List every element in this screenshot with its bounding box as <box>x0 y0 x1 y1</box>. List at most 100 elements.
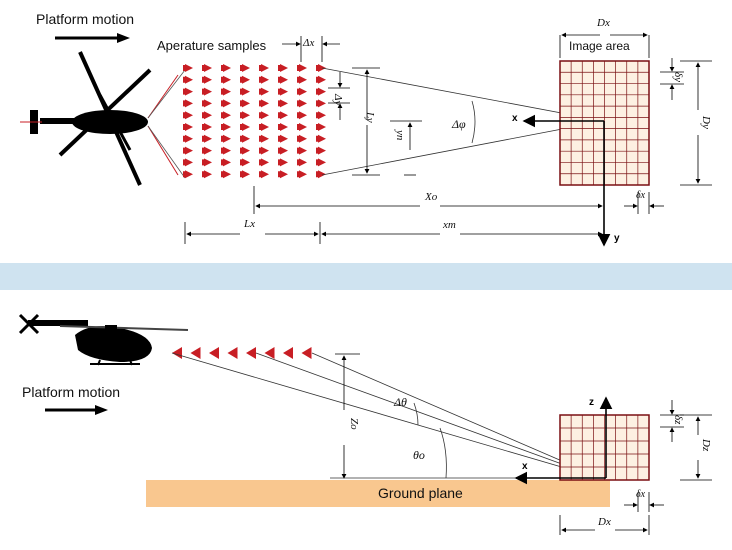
antenna-icon <box>202 146 212 155</box>
antenna-icon <box>221 75 231 84</box>
antenna-icon <box>221 99 231 108</box>
antenna-icon <box>240 111 250 120</box>
antenna-icon <box>297 64 307 72</box>
delta-x-img-dimension-top <box>624 192 664 214</box>
helicopter-aperture-lines <box>147 69 186 179</box>
antenna-icon <box>316 111 326 120</box>
antenna-icon <box>278 99 288 108</box>
Dy-dimension <box>680 60 712 186</box>
antenna-icon <box>221 87 231 96</box>
antenna-icon <box>297 99 307 108</box>
antenna-icon <box>297 170 307 179</box>
antenna-icon <box>259 64 269 72</box>
antenna-icon <box>183 111 193 120</box>
antenna-icon <box>316 158 326 167</box>
delta-y-img-label: δy <box>672 72 684 82</box>
section-divider <box>0 263 732 290</box>
helicopter-side-icon <box>18 313 189 366</box>
antenna-icon <box>297 146 307 155</box>
aperture-samples-label: Aperature samples <box>157 38 267 53</box>
antenna-icon <box>183 170 193 179</box>
xm-label: xm <box>443 219 456 231</box>
antenna-icon <box>259 170 269 179</box>
platform-motion-arrow-bottom <box>45 405 108 415</box>
yn-dimension <box>390 120 422 176</box>
platform-motion-label-bottom: Platform motion <box>22 384 121 400</box>
axes-top <box>522 114 611 247</box>
delta-y-dimension <box>328 72 350 120</box>
image-area-label: Image area <box>569 39 630 53</box>
antenna-icon <box>240 170 250 179</box>
y-axis-label-top: y <box>614 233 620 244</box>
delta-x-dimension-bottom <box>624 492 664 512</box>
antenna-icon <box>240 64 250 72</box>
antenna-icon <box>301 347 312 359</box>
antenna-icon <box>316 87 326 96</box>
x-axis-label-top: x <box>512 113 518 124</box>
antenna-icon <box>172 347 182 359</box>
antenna-icon <box>221 146 231 155</box>
Dz-dimension <box>680 414 712 481</box>
antenna-icon <box>202 64 212 72</box>
Lx-xm-dimension <box>184 222 603 244</box>
antenna-icon <box>202 158 212 167</box>
antenna-icon <box>202 87 212 96</box>
antenna-icon <box>297 87 307 96</box>
antenna-icon <box>316 146 326 155</box>
antenna-icon <box>278 87 288 96</box>
antenna-icon <box>316 123 326 131</box>
antenna-icon <box>283 347 293 359</box>
antenna-icon <box>259 99 269 108</box>
antenna-icon <box>183 75 193 84</box>
x-axis-label-bottom: x <box>522 461 528 472</box>
antenna-icon <box>278 64 288 72</box>
antenna-icon <box>278 75 288 84</box>
delta-y-label: Δy <box>332 94 344 106</box>
antenna-icon <box>183 87 193 96</box>
antenna-icon <box>183 99 193 108</box>
antenna-icon <box>209 347 219 359</box>
antenna-icon <box>259 158 269 167</box>
antenna-icon <box>183 134 193 143</box>
antenna-icon <box>259 134 269 143</box>
z-axis-label-bottom: z <box>589 397 594 408</box>
antenna-icon <box>221 111 231 120</box>
aperture-antenna-row <box>172 347 312 359</box>
delta-z-label: δz <box>672 415 684 425</box>
platform-motion-arrow-top <box>55 33 130 43</box>
antenna-icon <box>278 146 288 155</box>
antenna-icon <box>202 75 212 84</box>
antenna-icon <box>278 170 288 179</box>
antenna-icon <box>240 123 250 131</box>
axes-bottom <box>514 396 613 485</box>
antenna-icon <box>240 75 250 84</box>
antenna-icon <box>183 64 193 72</box>
helicopter-icon <box>20 51 179 186</box>
antenna-icon <box>316 75 326 84</box>
ground-plane-label: Ground plane <box>378 485 463 501</box>
antenna-icon <box>259 146 269 155</box>
Dy-label: Dy <box>700 116 712 129</box>
Lx-label: Lx <box>244 218 255 230</box>
beam-lines-top <box>321 67 605 176</box>
antenna-icon <box>240 158 250 167</box>
antenna-icon <box>259 87 269 96</box>
antenna-icon <box>316 64 326 72</box>
theta-o-label: θo <box>413 448 425 462</box>
antenna-icon <box>297 158 307 167</box>
antenna-icon <box>221 170 231 179</box>
antenna-icon <box>221 134 231 143</box>
antenna-icon <box>278 134 288 143</box>
delta-x-img-label-top: δx <box>636 190 646 201</box>
antenna-icon <box>297 75 307 84</box>
antenna-icon <box>221 64 231 72</box>
antenna-icon <box>259 75 269 84</box>
antenna-icon <box>202 111 212 120</box>
antenna-icon <box>278 158 288 167</box>
antenna-icon <box>316 170 326 179</box>
antenna-icon <box>278 123 288 131</box>
yn-label: yn <box>394 130 406 141</box>
delta-x-label: Δx <box>303 37 315 49</box>
